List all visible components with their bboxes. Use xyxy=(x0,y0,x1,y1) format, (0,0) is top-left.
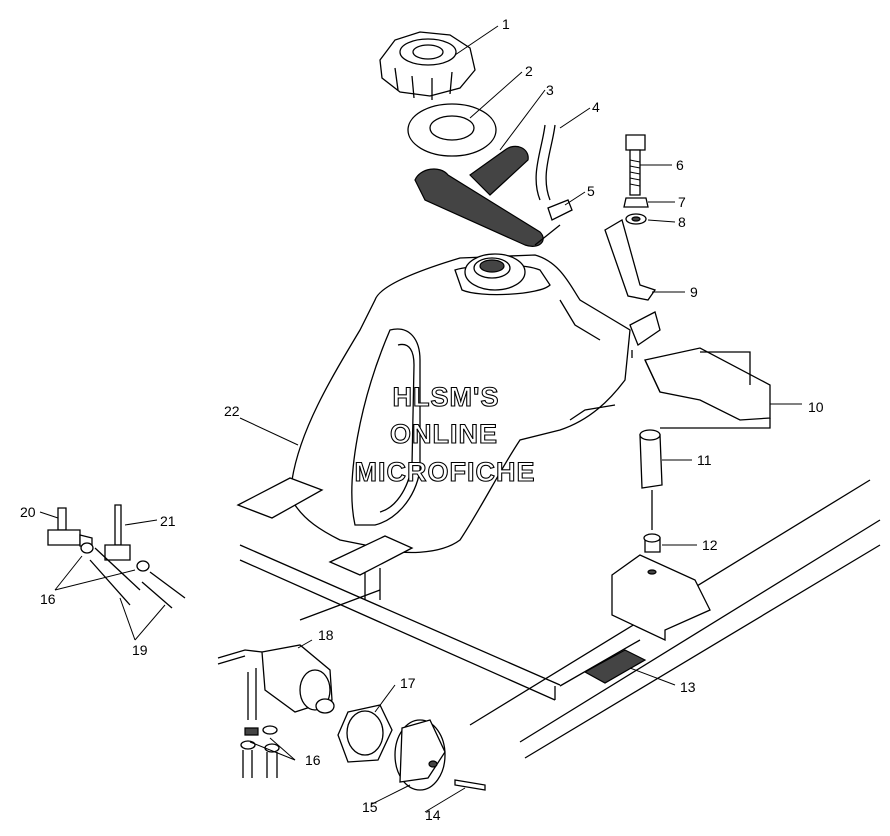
watermark-line-1: HLSM'S xyxy=(393,382,500,412)
callout-2: 2 xyxy=(525,63,533,79)
callout-9: 9 xyxy=(690,284,698,300)
watermark-line-3: MICROFICHE xyxy=(355,457,536,487)
callout-10: 10 xyxy=(808,399,824,415)
callout-16-valves: 16 xyxy=(40,591,56,607)
frame-mount xyxy=(611,554,711,642)
callout-1: 1 xyxy=(502,16,510,32)
callout-7: 7 xyxy=(678,194,686,210)
callout-5: 5 xyxy=(587,183,595,199)
tank-bracket xyxy=(604,219,661,358)
callout-8: 8 xyxy=(678,214,686,230)
frame-rails xyxy=(239,479,881,759)
spacer xyxy=(639,429,663,553)
shutoff-valves xyxy=(47,504,186,609)
decal xyxy=(583,649,647,684)
fuel-cap xyxy=(379,31,476,100)
callout-13: 13 xyxy=(680,679,696,695)
mount-block xyxy=(644,347,771,429)
callout-3: 3 xyxy=(546,82,554,98)
callout-20: 20 xyxy=(20,504,36,520)
bolt-stack xyxy=(623,134,649,225)
fuel-pump xyxy=(217,644,335,736)
callout-18: 18 xyxy=(318,627,334,643)
pump-cover xyxy=(337,704,486,791)
callout-19: 19 xyxy=(132,642,148,658)
callout-16-pump: 16 xyxy=(305,752,321,768)
watermark: HLSM'S ONLINE MICROFICHE xyxy=(354,381,536,487)
callout-6: 6 xyxy=(676,157,684,173)
fuel-tank xyxy=(236,253,631,576)
callout-labels: 1 2 3 4 5 6 7 8 9 10 11 12 13 14 15 16 1… xyxy=(20,16,824,823)
callout-14: 14 xyxy=(425,807,441,823)
leader-lines xyxy=(39,25,802,813)
filler-hose xyxy=(414,145,544,247)
callout-22: 22 xyxy=(224,403,240,419)
watermark-line-2: ONLINE xyxy=(390,419,498,449)
callout-17: 17 xyxy=(400,675,416,691)
callout-21: 21 xyxy=(160,513,176,529)
cap-gasket xyxy=(407,103,497,157)
vent-hose xyxy=(534,124,573,246)
callout-11: 11 xyxy=(697,452,712,468)
callout-15: 15 xyxy=(362,799,378,815)
callout-12: 12 xyxy=(702,537,718,553)
callout-4: 4 xyxy=(592,99,600,115)
